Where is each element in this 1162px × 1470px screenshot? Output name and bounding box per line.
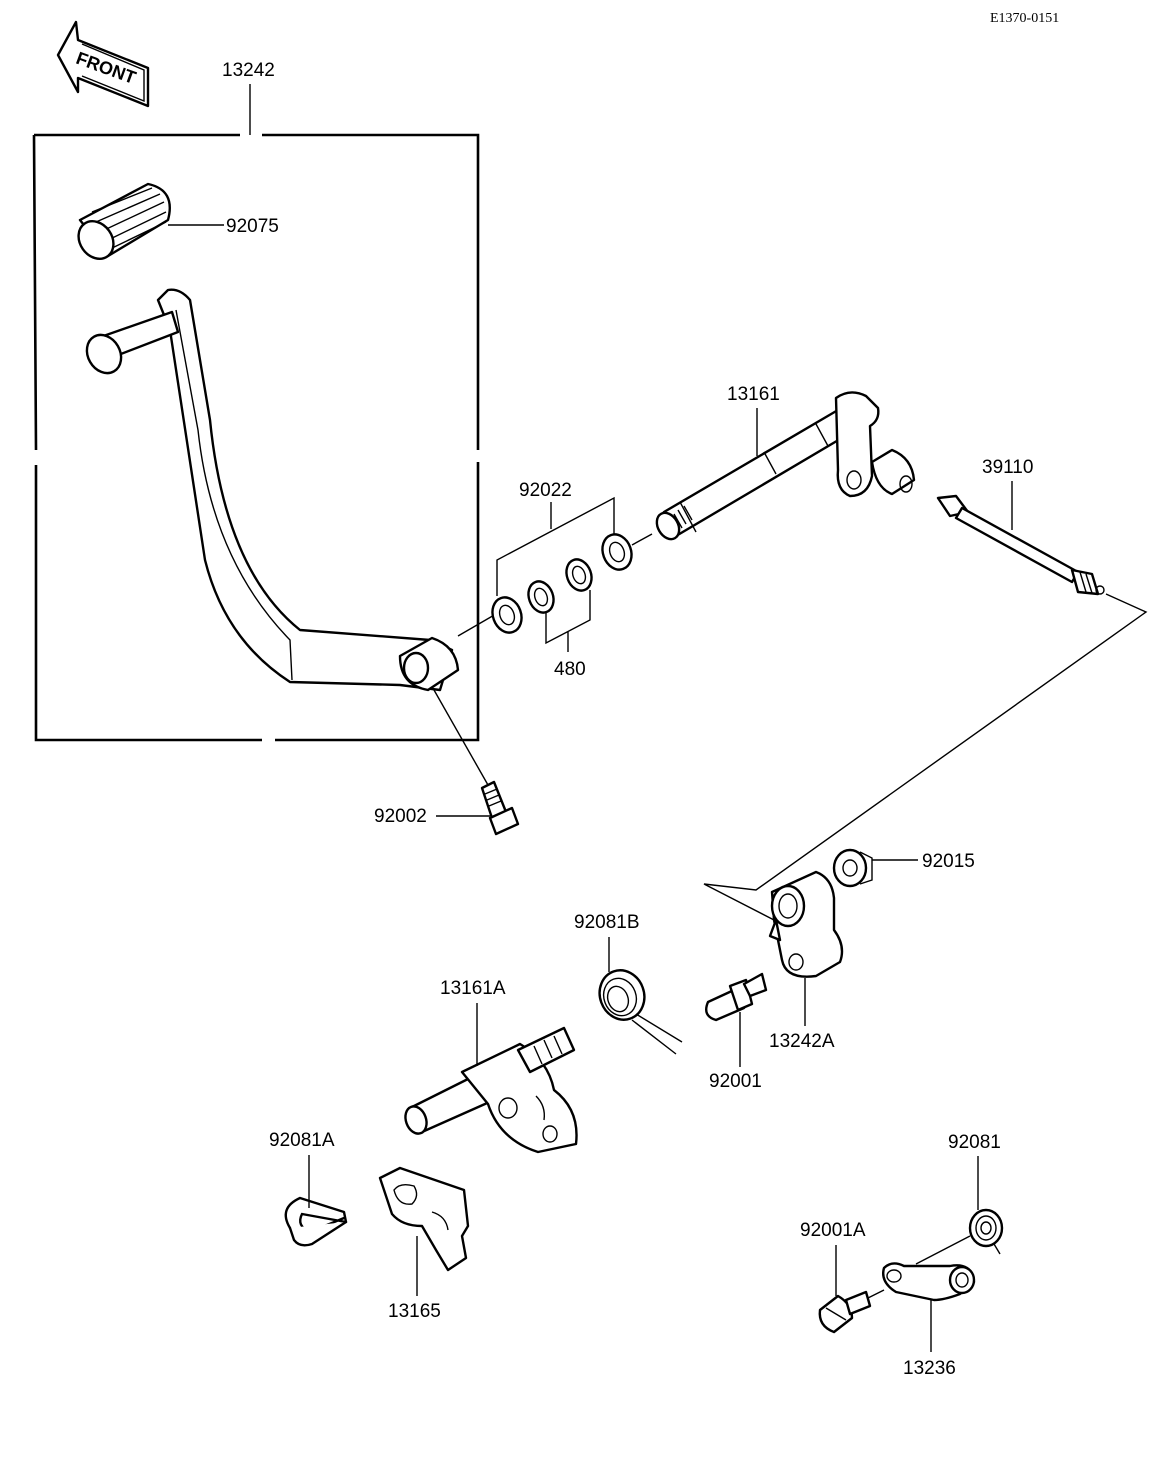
bolt-92002 bbox=[480, 780, 520, 836]
label-13165: 13165 bbox=[388, 1301, 441, 1322]
shift-arm-13242A bbox=[768, 870, 844, 978]
label-92081A: 92081A bbox=[269, 1130, 335, 1151]
assembly-box-13242 bbox=[32, 133, 480, 742]
spring-92081B bbox=[598, 969, 683, 1055]
leader-washer-shaft bbox=[631, 533, 653, 546]
guide-plate-13165 bbox=[378, 1166, 470, 1272]
plate-13236 bbox=[882, 1262, 976, 1302]
spring-92081 bbox=[968, 1208, 1004, 1255]
pedal-rubber-92075 bbox=[77, 182, 171, 260]
reference-code: E1370-0151 bbox=[990, 11, 1059, 26]
label-92015: 92015 bbox=[922, 851, 975, 872]
bolt-92001A bbox=[818, 1290, 872, 1334]
label-13242: 13242 bbox=[222, 60, 275, 81]
label-92075: 92075 bbox=[226, 216, 279, 237]
clip-92081A bbox=[284, 1196, 348, 1247]
shift-pedal-13242 bbox=[85, 288, 460, 692]
label-92081: 92081 bbox=[948, 1132, 1001, 1153]
leader-linkage bbox=[703, 593, 1148, 921]
label-92002: 92002 bbox=[374, 806, 427, 827]
front-arrow-icon: FRONT bbox=[56, 20, 150, 108]
leader-spring-plate bbox=[915, 1235, 971, 1265]
label-92081B: 92081B bbox=[574, 912, 640, 933]
shift-shaft-13161 bbox=[655, 391, 916, 541]
label-13236: 13236 bbox=[903, 1358, 956, 1379]
label-39110: 39110 bbox=[982, 457, 1033, 478]
label-92022: 92022 bbox=[519, 480, 572, 501]
label-480: 480 bbox=[554, 659, 586, 680]
leader-bolt-axis bbox=[433, 689, 489, 786]
leader-92022 bbox=[496, 496, 615, 596]
label-13161A: 13161A bbox=[440, 978, 506, 999]
label-92001A: 92001A bbox=[800, 1220, 866, 1241]
label-13161: 13161 bbox=[727, 384, 780, 405]
shift-shaft-13161A bbox=[404, 1026, 578, 1154]
leader-480 bbox=[545, 590, 591, 652]
washers-92022 bbox=[491, 533, 633, 634]
label-13242A: 13242A bbox=[769, 1031, 835, 1052]
pin-92001 bbox=[705, 972, 768, 1022]
label-92001: 92001 bbox=[709, 1071, 762, 1092]
nut-92015 bbox=[832, 848, 873, 888]
leader-pedal-shaft bbox=[457, 613, 497, 637]
leader-bolt-plate bbox=[867, 1289, 885, 1299]
tie-rod-39110 bbox=[936, 494, 1105, 596]
circlips-480 bbox=[527, 558, 593, 614]
